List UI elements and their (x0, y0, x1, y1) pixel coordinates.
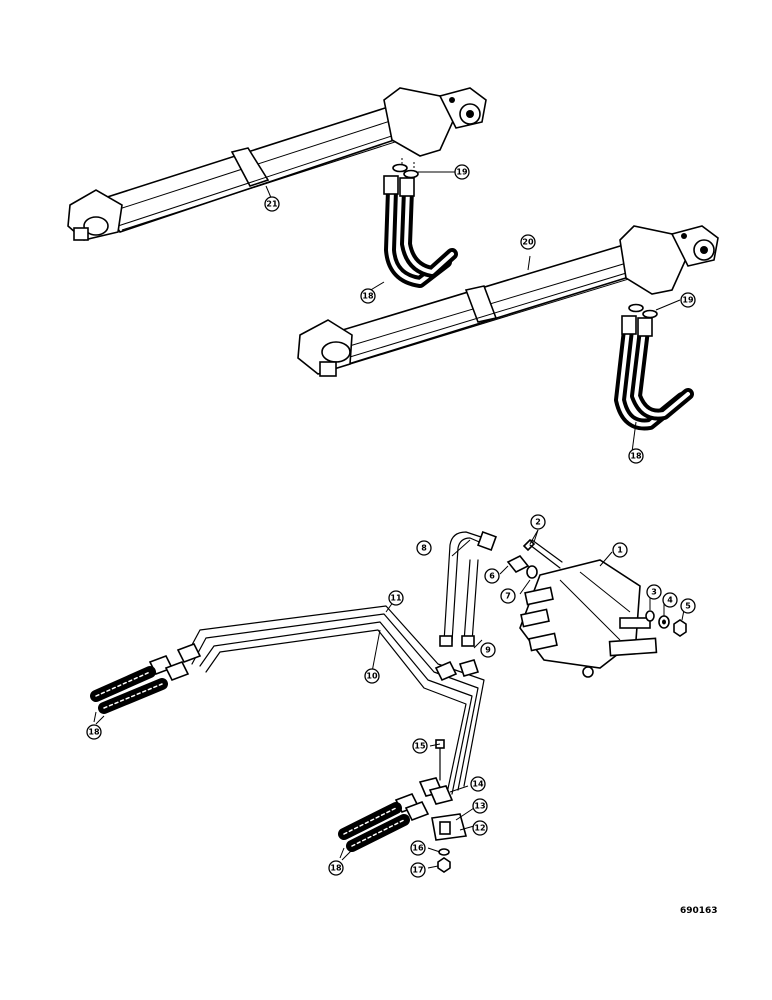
callout-9: 9 (480, 642, 496, 658)
svg-text:1: 1 (617, 546, 623, 555)
callout-6: 6 (484, 568, 500, 584)
svg-text:20: 20 (522, 238, 534, 247)
svg-text:18: 18 (330, 864, 342, 873)
hoses-18-upper (383, 175, 458, 288)
callout-11: 11 (388, 590, 404, 606)
svg-text:2: 2 (535, 518, 541, 527)
hoses-18-bottom (338, 792, 430, 861)
callout-16: 16 (410, 840, 426, 856)
svg-text:17: 17 (412, 866, 423, 875)
callout-18-left: 18 (86, 724, 102, 740)
callout-21: 21 (264, 196, 280, 212)
control-valve-1 (519, 559, 658, 678)
washers-3-4-5 (645, 610, 687, 637)
fittings-6-7 (506, 554, 538, 579)
callout-8: 8 (416, 540, 432, 556)
tubes-10-11 (185, 605, 485, 799)
callout-14: 14 (470, 776, 486, 792)
callout-18-bottom: 18 (328, 860, 344, 876)
hoses-18-right (614, 315, 694, 431)
clamp-assembly-12-17 (418, 739, 468, 873)
callout-18-right: 18 (628, 448, 644, 464)
callout-17: 17 (410, 862, 426, 878)
hoses-18-left (90, 642, 202, 725)
svg-text:12: 12 (474, 824, 485, 833)
callout-12: 12 (472, 820, 488, 836)
svg-text:10: 10 (366, 672, 378, 681)
svg-text:3: 3 (651, 588, 657, 597)
svg-text:15: 15 (414, 742, 426, 751)
svg-text:18: 18 (362, 292, 374, 301)
callout-18-upper: 18 (360, 288, 376, 304)
cylinder-21 (67, 87, 487, 241)
svg-text:9: 9 (485, 646, 491, 655)
callout-1: 1 (612, 542, 628, 558)
svg-text:6: 6 (489, 572, 495, 581)
callout-2: 2 (530, 514, 546, 530)
svg-text:11: 11 (390, 594, 402, 603)
tubes-8-9 (439, 531, 497, 647)
cylinder-20 (297, 225, 719, 377)
svg-text:21: 21 (266, 200, 278, 209)
callout-5: 5 (680, 598, 696, 614)
callout-4: 4 (662, 592, 678, 608)
callout-13: 13 (472, 798, 488, 814)
svg-text:19: 19 (682, 296, 694, 305)
figure-number: 690163 (680, 906, 718, 916)
bolt-2 (522, 529, 563, 569)
callout-20: 20 (520, 234, 536, 250)
o-rings-19-lower (628, 299, 681, 319)
svg-text:8: 8 (421, 544, 427, 553)
callout-3: 3 (646, 584, 662, 600)
svg-text:4: 4 (667, 596, 673, 605)
svg-text:7: 7 (505, 592, 511, 601)
callout-15: 15 (412, 738, 428, 754)
svg-text:13: 13 (474, 802, 485, 811)
svg-text:19: 19 (456, 168, 468, 177)
svg-text:5: 5 (685, 602, 691, 611)
svg-text:18: 18 (88, 728, 100, 737)
callout-19-upper: 19 (454, 164, 470, 180)
callout-7: 7 (500, 588, 516, 604)
callout-19-lower: 19 (680, 292, 696, 308)
svg-text:16: 16 (412, 844, 424, 853)
svg-text:14: 14 (472, 780, 484, 789)
callout-10: 10 (364, 668, 380, 684)
svg-text:18: 18 (630, 452, 642, 461)
